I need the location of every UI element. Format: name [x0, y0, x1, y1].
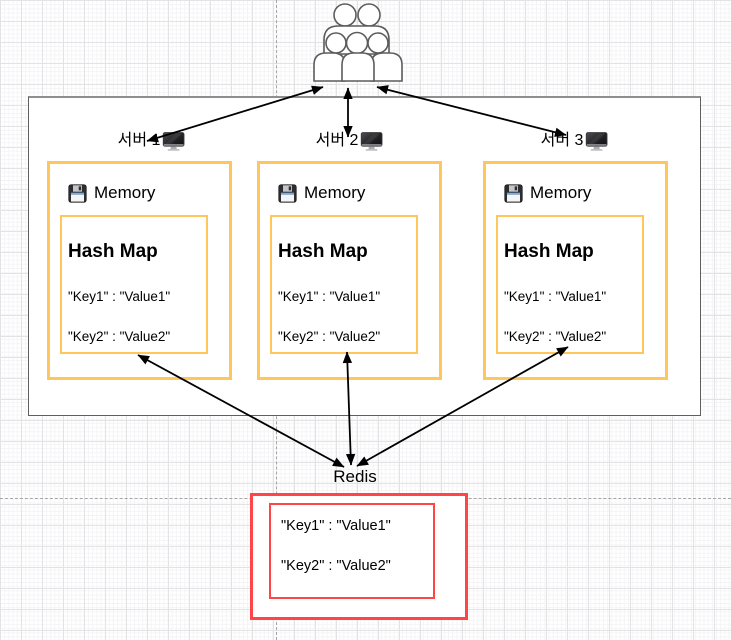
memory-label: Memory — [304, 183, 366, 202]
hash-entry: "Key1" : "Value1" — [504, 289, 607, 304]
desktop-computer-icon — [162, 131, 185, 151]
hash-map-box: Hash Map "Key1" : "Value1" "Key2" : "Val… — [496, 215, 644, 354]
floppy-disk-icon — [278, 183, 297, 203]
server-2-label: 서버 2 — [316, 131, 383, 151]
server-2-memory-box: Memory Hash Map "Key1" : "Value1" "Key2"… — [257, 161, 442, 380]
memory-label-row: Memory — [68, 183, 155, 203]
hash-map-box: Hash Map "Key1" : "Value1" "Key2" : "Val… — [270, 215, 418, 354]
redis-label: Redis — [333, 467, 377, 486]
hash-entry: "Key1" : "Value1" — [68, 289, 171, 304]
redis-inner-box: "Key1" : "Value1" "Key2" : "Value2" — [269, 503, 435, 599]
users-crowd-icon — [313, 3, 403, 82]
hash-map-box: Hash Map "Key1" : "Value1" "Key2" : "Val… — [60, 215, 208, 354]
server-3-memory-box: Memory Hash Map "Key1" : "Value1" "Key2"… — [483, 161, 668, 380]
server-1-label-text: 서버 1 — [117, 132, 161, 149]
memory-label-row: Memory — [278, 183, 365, 203]
server-3-label-text: 서버 3 — [540, 132, 584, 149]
memory-label: Memory — [530, 183, 592, 202]
floppy-disk-icon — [68, 183, 87, 203]
desktop-computer-icon — [360, 131, 383, 151]
hash-entry: "Key1" : "Value1" — [278, 289, 381, 304]
hash-entry: "Key2" : "Value2" — [68, 329, 171, 344]
memory-label: Memory — [94, 183, 156, 202]
server-1-memory-box: Memory Hash Map "Key1" : "Value1" "Key2"… — [47, 161, 232, 380]
redis-box: "Key1" : "Value1" "Key2" : "Value2" — [250, 493, 468, 620]
memory-label-row: Memory — [504, 183, 591, 203]
hash-map-title: Hash Map — [278, 241, 368, 262]
hash-entry: "Key2" : "Value2" — [278, 329, 381, 344]
hash-map-title: Hash Map — [504, 241, 594, 262]
redis-entry: "Key1" : "Value1" — [281, 518, 391, 534]
server-1-label: 서버 1 — [118, 131, 185, 151]
hash-map-title: Hash Map — [68, 241, 158, 262]
hash-entry: "Key2" : "Value2" — [504, 329, 607, 344]
floppy-disk-icon — [504, 183, 523, 203]
server-2-label-text: 서버 2 — [315, 132, 359, 149]
redis-entry: "Key2" : "Value2" — [281, 558, 391, 574]
server-3-label: 서버 3 — [541, 131, 608, 151]
desktop-computer-icon — [585, 131, 608, 151]
